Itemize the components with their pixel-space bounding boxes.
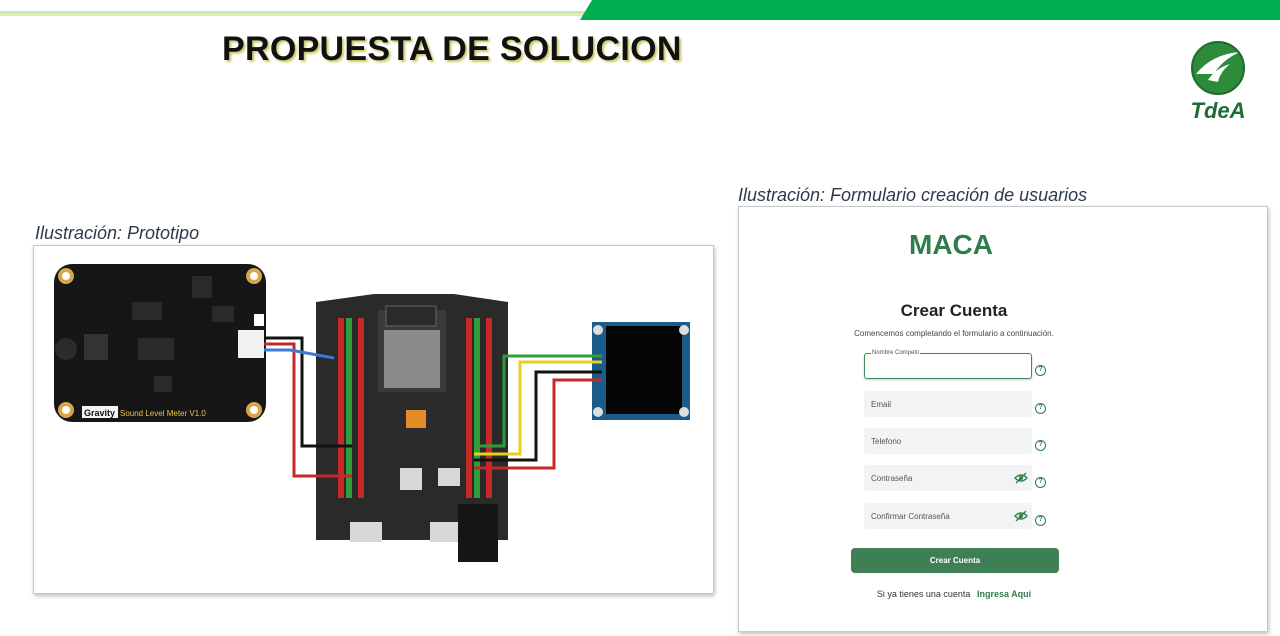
form-subtitle: Comencemos completando el formulario a c…: [854, 329, 1054, 338]
phone-placeholder: Telefono: [871, 437, 902, 446]
eye-off-icon[interactable]: [1014, 510, 1028, 522]
email-field[interactable]: Email: [864, 391, 1032, 417]
confirm-password-field[interactable]: Confirmar Contraseña: [864, 503, 1032, 529]
slide-title: PROPUESTA DE SOLUCION: [222, 30, 682, 68]
email-help-icon[interactable]: ?: [1035, 403, 1046, 414]
login-prompt-line: Si ya tienes una cuenta Ingresa Aquí: [739, 589, 1169, 599]
eye-off-icon[interactable]: [1014, 472, 1028, 484]
logo-wordmark: TdeA: [1190, 98, 1246, 123]
password-placeholder: Contraseña: [871, 474, 913, 483]
phone-help-icon[interactable]: ?: [1035, 440, 1046, 451]
sensor-name-label: Sound Level Meter V1.0: [120, 409, 206, 418]
app-brand: MACA: [909, 229, 993, 260]
full-name-help-icon[interactable]: ?: [1035, 365, 1046, 376]
confirm-password-placeholder: Confirmar Contraseña: [871, 512, 950, 521]
form-title: Crear Cuenta: [900, 301, 1008, 320]
circuit-diagram: Gravity Sound Level Meter V1.0: [54, 264, 690, 562]
password-field[interactable]: Contraseña: [864, 465, 1032, 491]
full-name-label: Nombre Competo: [871, 350, 921, 356]
prototype-caption: Ilustración: Prototipo: [35, 223, 200, 243]
top-accent-bar: [0, 0, 1280, 20]
login-prompt-text: Si ya tienes una cuenta: [876, 589, 971, 599]
password-help-icon[interactable]: ?: [1035, 477, 1046, 488]
tdea-logo-emblem: [1191, 41, 1245, 95]
login-link[interactable]: Ingresa Aquí: [976, 589, 1032, 599]
form-caption: Ilustración: Formulario creación de usua…: [738, 185, 1088, 205]
email-placeholder: Email: [871, 400, 892, 409]
create-account-button[interactable]: Crear Cuenta: [851, 548, 1059, 573]
confirm-password-help-icon[interactable]: ?: [1035, 515, 1046, 526]
sensor-brand-label: Gravity: [84, 408, 115, 418]
tdea-logo: TdeA: [1178, 40, 1258, 126]
registration-form-screenshot: MACA Crear Cuenta Comencemos completando…: [738, 206, 1268, 632]
prototype-image: Gravity Sound Level Meter V1.0: [33, 245, 714, 594]
full-name-field[interactable]: Nombre Competo: [864, 350, 1032, 379]
phone-field[interactable]: Telefono: [864, 428, 1032, 454]
